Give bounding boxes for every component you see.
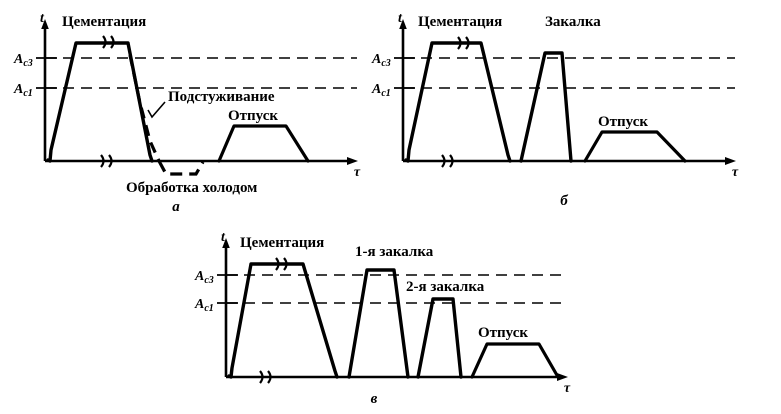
ac3-label-b: Ac3 (371, 52, 391, 69)
break-mark-plateau-a-2 (110, 35, 115, 49)
ac1-sub-v: c1 (204, 303, 213, 314)
curve-carburizing-v (227, 262, 339, 379)
curve-carburizing-b (404, 41, 512, 163)
ac1-sub-b: c1 (381, 88, 390, 99)
y-axis-label-b: t (398, 11, 403, 26)
leader-line-precooling-a (147, 101, 166, 119)
label-quenching-b: Закалка (545, 14, 601, 30)
x-axis-label-b: τ (732, 165, 739, 180)
label-tempering-v: Отпуск (478, 325, 528, 341)
x-axis-arrow-v (557, 373, 568, 381)
label-carburizing-a: Цементация (62, 14, 146, 30)
label-quench1-v: 1-я закалка (355, 244, 434, 260)
x-axis-arrow-b (725, 157, 736, 165)
curve-quench1-v (347, 268, 410, 379)
label-precooling-a: Подстуживание (168, 89, 275, 105)
ac3-label-a: Ac3 (13, 52, 33, 69)
ac3-label-v: Ac3 (194, 269, 214, 286)
break-mark-baseline-a-2 (108, 154, 113, 168)
ac3-sub-a: c3 (23, 58, 32, 69)
curve-tempering-b (583, 130, 687, 163)
ac1-label-b: Ac1 (371, 82, 391, 99)
curve-quenching-b (519, 51, 573, 163)
break-mark-plateau-v-2 (283, 257, 288, 271)
y-axis-label-v: t (221, 230, 226, 245)
break-mark-plateau-a-1 (102, 35, 107, 49)
panel-v: t τ Ac3 Ac1 Цементация 1-я закалка 2-я з… (194, 230, 571, 407)
break-mark-plateau-b-2 (465, 36, 470, 50)
x-axis-label-a: τ (354, 165, 361, 180)
label-carburizing-b: Цементация (418, 14, 502, 30)
y-axis-arrow-a (41, 19, 49, 29)
y-axis-arrow-v (222, 238, 230, 248)
curve-cold-treatment-a (157, 160, 205, 176)
break-mark-plateau-v-1 (275, 257, 280, 271)
break-mark-plateau-b-1 (457, 36, 462, 50)
panel-caption-a: а (172, 199, 180, 215)
panel-b: t τ Ac3 Ac1 Цементация Закалка Отпуск б (371, 11, 739, 209)
panel-caption-v: в (371, 391, 378, 407)
x-axis-label-v: τ (564, 381, 571, 396)
label-tempering-b: Отпуск (598, 114, 648, 130)
curve-tempering-v (470, 342, 560, 379)
break-mark-baseline-b-1 (441, 154, 446, 168)
ac3-sub-v: c3 (204, 275, 213, 286)
curve-quench2-v (416, 297, 463, 379)
label-carburizing-v: Цементация (240, 235, 324, 251)
label-tempering-a: Отпуск (228, 108, 278, 124)
x-axis-arrow-a (347, 157, 358, 165)
break-mark-baseline-v-1 (259, 370, 264, 384)
ac1-label-v: Ac1 (194, 297, 214, 314)
label-quench2-v: 2-я закалка (406, 279, 485, 295)
ac1-label-a: Ac1 (13, 82, 33, 99)
panel-caption-b: б (560, 193, 568, 209)
panel-a: t τ Ac3 Ac1 Цементация Подстуживание Отп… (13, 11, 361, 215)
break-mark-baseline-b-2 (449, 154, 454, 168)
y-axis-arrow-b (399, 19, 407, 29)
curve-carburizing-a (46, 41, 154, 163)
ac3-sub-b: c3 (381, 58, 390, 69)
break-mark-baseline-a-1 (100, 154, 105, 168)
ac1-sub-a: c1 (23, 88, 32, 99)
curve-tempering-a (217, 124, 310, 163)
label-cold-treatment-a: Обработка холодом (126, 180, 257, 196)
break-mark-baseline-v-2 (267, 370, 272, 384)
curve-precooling-a (128, 54, 161, 162)
y-axis-label-a: t (40, 11, 45, 26)
